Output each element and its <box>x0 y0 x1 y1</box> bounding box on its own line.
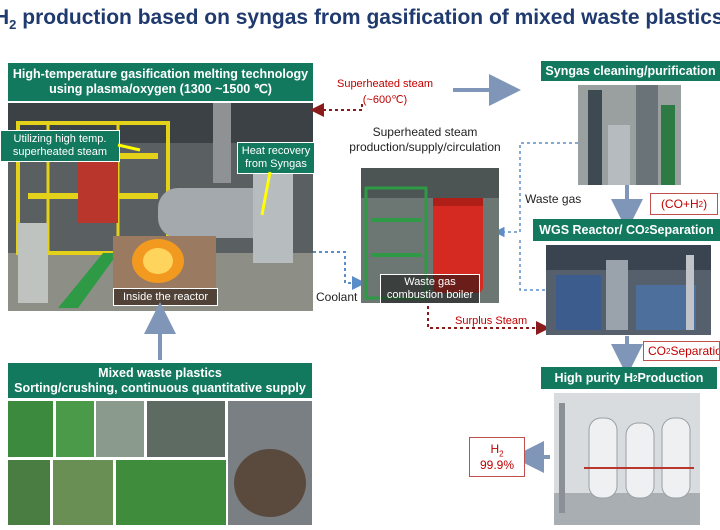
h2-purity-box: H2 99.9% <box>469 437 525 477</box>
title-text: production based on syngas from gasifica… <box>16 6 720 29</box>
superheated-label2: (~600℃) <box>362 94 408 106</box>
mixed-line1: Mixed waste plastics <box>98 365 222 380</box>
co-h2-pre: (CO+H <box>660 197 699 211</box>
gasification-line2: using plasma/oxygen (1300 ~1500 ℃) <box>49 82 272 96</box>
co-h2-post: ) <box>703 197 708 211</box>
high-purity-pre: High purity H <box>554 370 634 385</box>
h2-box-value: 99.9% <box>479 458 515 473</box>
callout-heat-rec-line2: from Syngas <box>245 158 307 170</box>
title-h: H <box>0 6 10 29</box>
wgs-post: Separation <box>649 222 714 237</box>
mixed-plastics-header: Mixed waste plastics Sorting/crushing, c… <box>8 363 312 398</box>
coolant-label: Coolant <box>316 290 358 304</box>
wgs-photo <box>546 245 711 335</box>
wgs-pre: WGS Reactor/ CO <box>539 222 645 237</box>
waste-gas-label: Waste gas <box>525 192 582 206</box>
wgs-sub: 2 <box>644 225 650 235</box>
callout-heat-recovery: Heat recovery from Syngas <box>237 142 315 174</box>
high-purity-post: Production <box>637 370 704 385</box>
co2-sep-pre: CO <box>648 344 666 358</box>
boiler-line2: combustion boiler <box>386 289 474 301</box>
h2-plant-photo <box>554 393 700 525</box>
cleaning-header: Syngas cleaning/purification <box>541 61 720 81</box>
callout-steam-use-line1: Utilizing high temp. <box>13 133 107 145</box>
page-title: H2 production based on syngas from gasif… <box>0 6 720 36</box>
boiler-line1: Waste gas <box>404 276 456 288</box>
co2-sep-post: Separation <box>670 344 719 358</box>
co-h2-sub: 2 <box>698 199 704 209</box>
callout-steam-use: Utilizing high temp. superheated steam <box>0 130 120 162</box>
mixed-plastics-photos <box>8 401 312 525</box>
co2-sep-sub: 2 <box>666 346 671 356</box>
superheated-label1: Superheated steam <box>336 78 433 90</box>
callout-steam-use-line2: superheated steam <box>12 146 108 158</box>
gasification-line1: High-temperature gasification melting te… <box>12 67 309 81</box>
h2-box-pre: H <box>490 441 500 456</box>
high-purity-sub: 2 <box>633 373 638 383</box>
surplus-steam-label: Surplus Steam <box>455 315 528 327</box>
h2-box-sub: 2 <box>499 449 504 459</box>
gasification-header: High-temperature gasification melting te… <box>8 63 313 101</box>
callout-heat-rec-line1: Heat recovery <box>241 145 311 157</box>
production-line2: production/supply/circulation <box>349 140 501 154</box>
title-sub: 2 <box>9 17 17 33</box>
mixed-line2: Sorting/crushing, continuous quantitativ… <box>14 380 306 395</box>
co2-separation-box: CO2 Separation <box>643 341 720 361</box>
production-line1: Superheated steam <box>372 125 478 139</box>
cleaning-photo <box>578 85 681 185</box>
boiler-caption: Waste gas combustion boiler <box>380 274 480 304</box>
